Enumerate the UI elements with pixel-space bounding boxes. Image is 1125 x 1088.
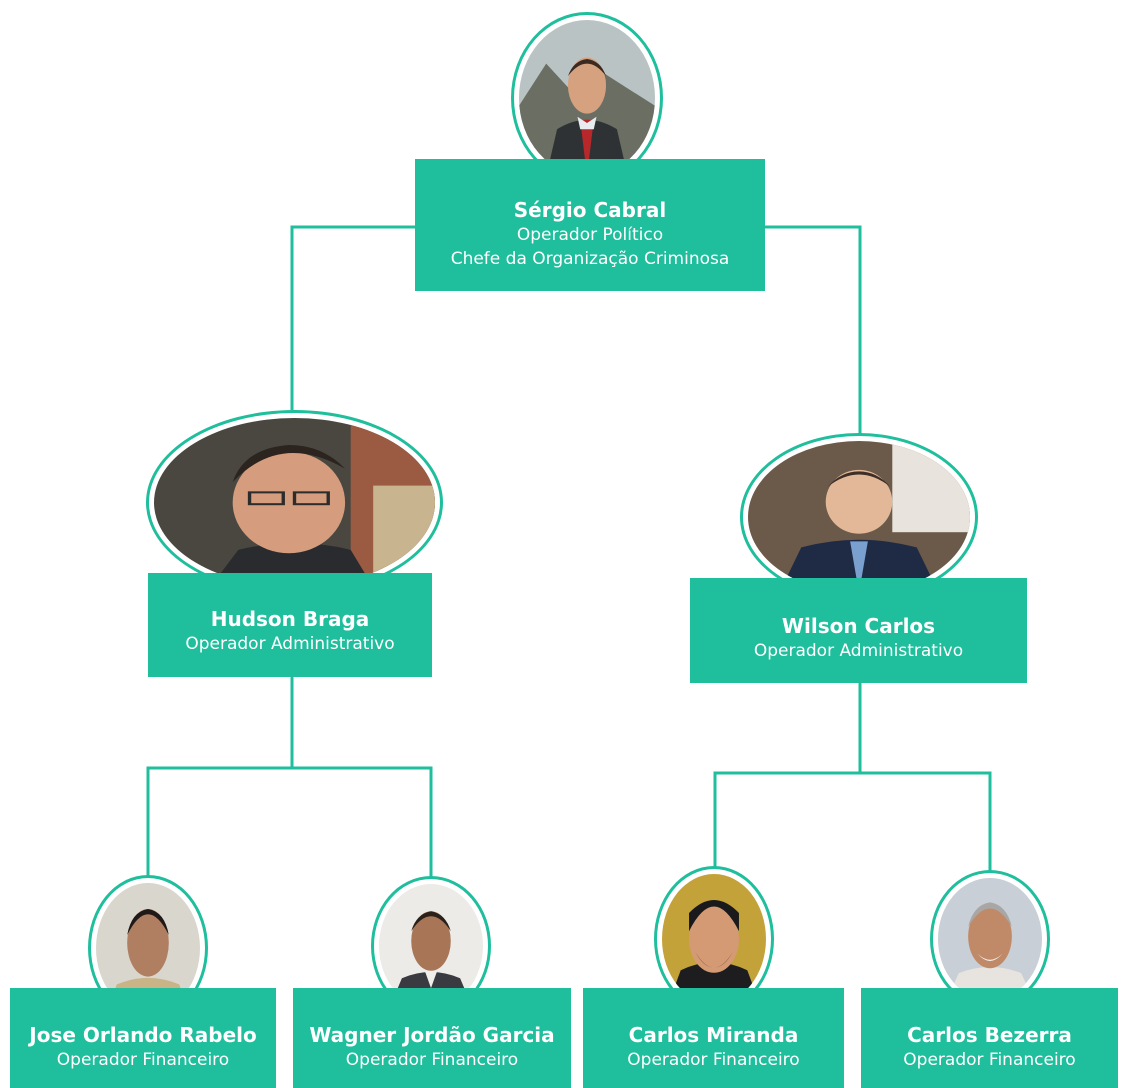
connector-hudson-wagner <box>292 766 433 880</box>
wagner-jordao-garcia-card: Wagner Jordão Garcia Operador Financeiro <box>293 988 571 1088</box>
jose-orlando-rabelo-name: Jose Orlando Rabelo <box>29 1023 257 1047</box>
sergio-cabral-card: Sérgio Cabral Operador Político Chefe da… <box>415 159 765 291</box>
wagner-jordao-garcia-name: Wagner Jordão Garcia <box>309 1023 555 1047</box>
carlos-miranda-name: Carlos Miranda <box>628 1023 799 1047</box>
wilson-carlos-name: Wilson Carlos <box>781 613 936 638</box>
connector-sergio-wilson <box>765 225 862 435</box>
sergio-cabral-photo <box>511 12 663 184</box>
carlos-bezerra-photo <box>930 870 1050 1008</box>
hudson-braga-role: Operador Administrativo <box>185 634 395 654</box>
connector-wilson-bezerra <box>860 771 992 872</box>
sergio-cabral-role: Operador Político <box>516 225 664 245</box>
carlos-miranda-role: Operador Financeiro <box>627 1050 800 1070</box>
hudson-braga-name: Hudson Braga <box>210 607 370 631</box>
sergio-cabral-title: Chefe da Organização Criminosa <box>450 249 730 269</box>
carlos-bezerra-role: Operador Financeiro <box>903 1050 1076 1070</box>
hudson-braga-card: Hudson Braga Operador Administrativo <box>148 573 432 677</box>
wilson-carlos-photo <box>740 433 978 601</box>
sergio-cabral-name: Sérgio Cabral <box>513 198 667 222</box>
carlos-miranda-photo <box>654 866 774 1012</box>
jose-orlando-rabelo-card: Jose Orlando Rabelo Operador Financeiro <box>10 988 276 1088</box>
connector-wilson-children <box>713 683 862 868</box>
carlos-bezerra-card: Carlos Bezerra Operador Financeiro <box>861 988 1118 1088</box>
carlos-bezerra-name: Carlos Bezerra <box>907 1023 1072 1047</box>
wilson-carlos-card: Wilson Carlos Operador Administrativo <box>690 578 1027 683</box>
connector-sergio-hudson <box>290 225 415 410</box>
hudson-braga-photo <box>146 410 443 595</box>
wagner-jordao-garcia-photo <box>371 876 491 1016</box>
carlos-miranda-card: Carlos Miranda Operador Financeiro <box>583 988 844 1088</box>
jose-orlando-rabelo-role: Operador Financeiro <box>56 1050 230 1070</box>
wilson-carlos-role: Operador Administrativo <box>753 640 964 661</box>
wagner-jordao-garcia-role: Operador Financeiro <box>345 1050 519 1070</box>
connector-hudson-children <box>146 677 294 880</box>
